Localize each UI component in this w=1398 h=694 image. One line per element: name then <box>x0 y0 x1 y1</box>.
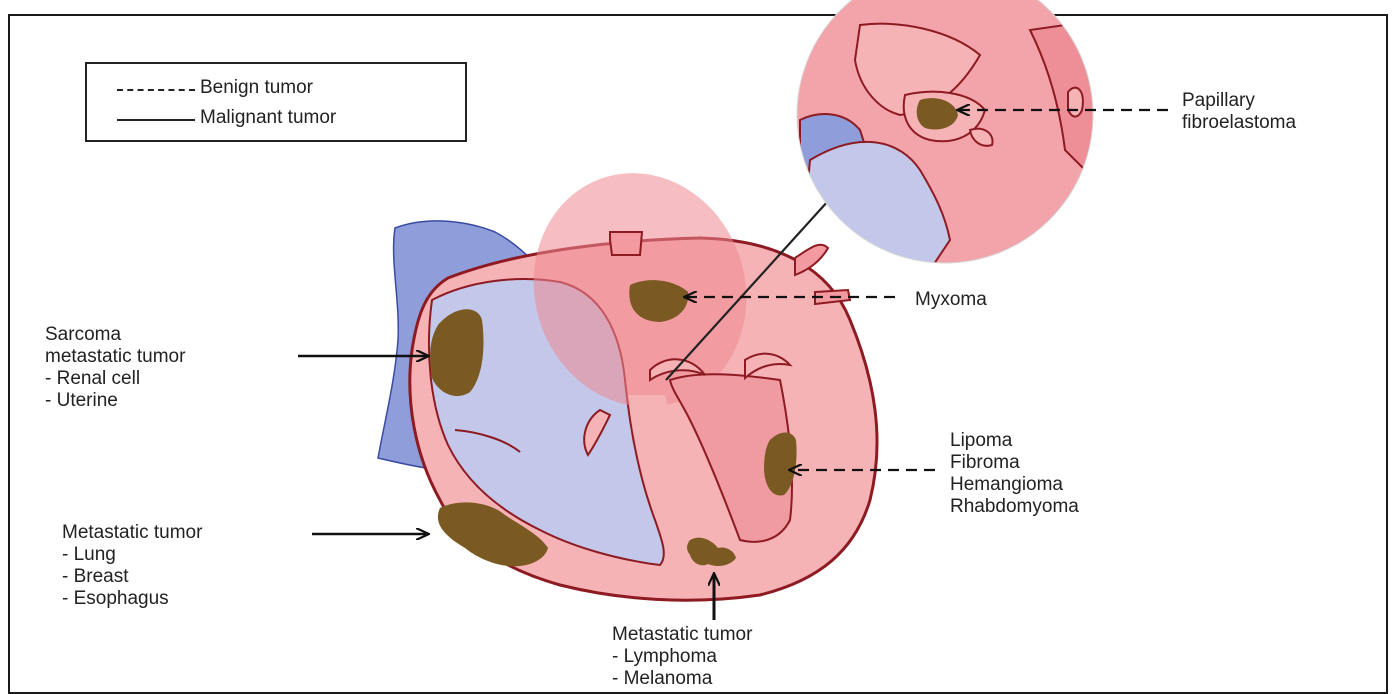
label-metastatic-bottom: Metastatic tumor - Lymphoma - Melanoma <box>612 624 752 690</box>
zoom-inset <box>797 0 1100 270</box>
label-line: Metastatic tumor <box>612 624 752 646</box>
label-line: Myxoma <box>915 289 987 311</box>
label-line: - Uterine <box>45 390 185 412</box>
label-line: metastatic tumor <box>45 346 185 368</box>
label-line: - Lung <box>62 544 202 566</box>
legend-solid-line <box>117 119 195 121</box>
label-line: - Melanoma <box>612 668 752 690</box>
label-line: Lipoma <box>950 430 1079 452</box>
label-line: Metastatic tumor <box>62 522 202 544</box>
label-sarcoma: Sarcoma metastatic tumor - Renal cell - … <box>45 324 185 412</box>
label-line: Rhabdomyoma <box>950 496 1079 518</box>
legend-dashed-line <box>117 89 195 91</box>
label-line: fibroelastoma <box>1182 112 1296 134</box>
label-papillary-fibroelastoma: Papillary fibroelastoma <box>1182 90 1296 134</box>
label-line: - Breast <box>62 566 202 588</box>
legend-benign-label: Benign tumor <box>200 77 313 99</box>
legend-row-malignant: Malignant tumor <box>87 106 465 132</box>
label-line: Papillary <box>1182 90 1296 112</box>
label-line: Sarcoma <box>45 324 185 346</box>
label-line: - Esophagus <box>62 588 202 610</box>
label-myxoma: Myxoma <box>915 289 987 311</box>
label-line: - Renal cell <box>45 368 185 390</box>
aortic-arch <box>610 232 642 255</box>
label-line: Hemangioma <box>950 474 1079 496</box>
legend-row-benign: Benign tumor <box>87 76 465 102</box>
label-line: Fibroma <box>950 452 1079 474</box>
legend: Benign tumor Malignant tumor <box>85 62 467 142</box>
label-metastatic-left: Metastatic tumor - Lung - Breast - Esoph… <box>62 522 202 610</box>
legend-malignant-label: Malignant tumor <box>200 107 336 129</box>
label-lipoma-group: Lipoma Fibroma Hemangioma Rhabdomyoma <box>950 430 1079 518</box>
label-line: - Lymphoma <box>612 646 752 668</box>
